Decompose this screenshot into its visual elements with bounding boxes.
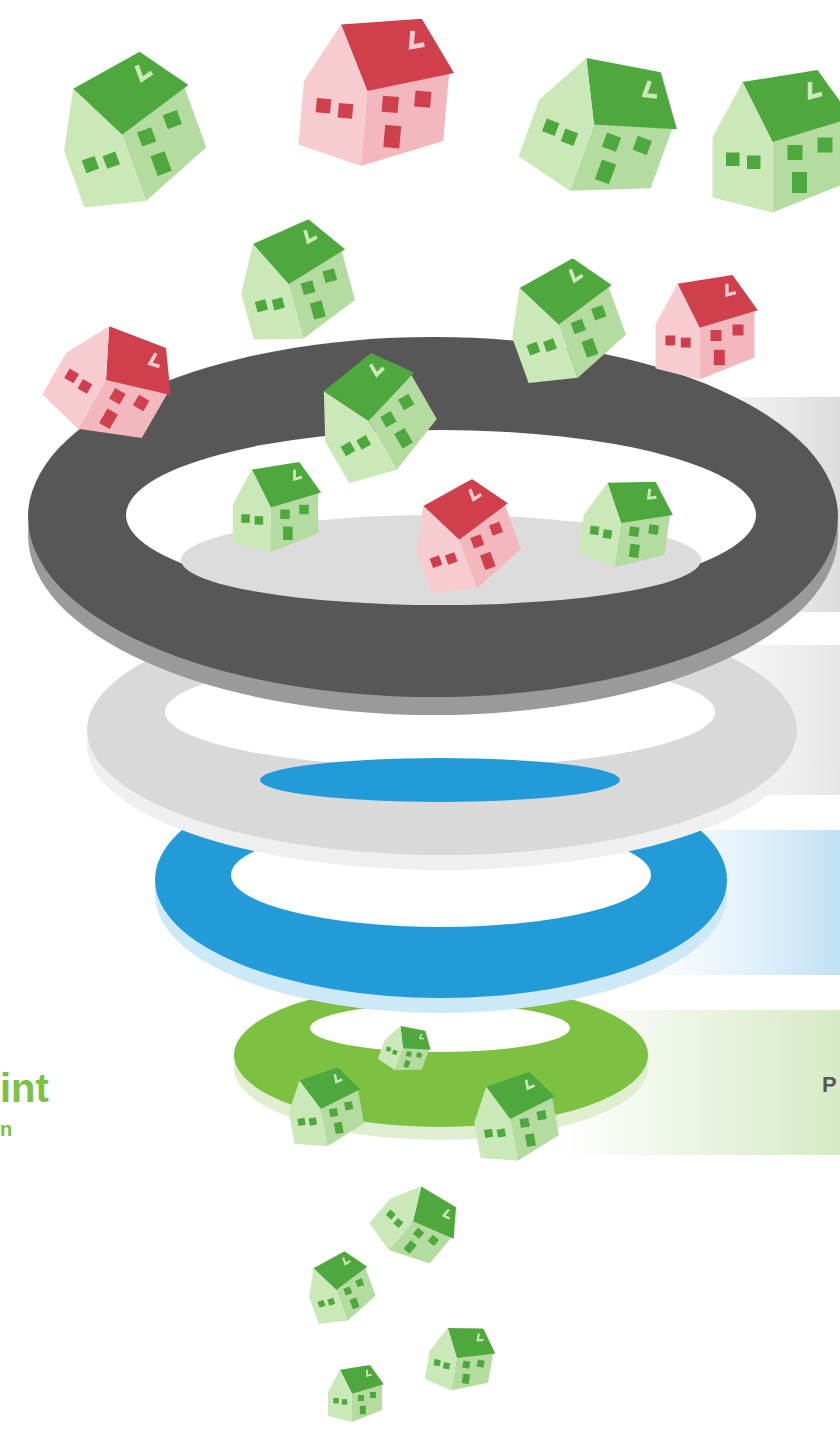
heading-fragment: n xyxy=(0,1118,12,1141)
house xyxy=(297,9,458,173)
house xyxy=(328,1365,384,1422)
funnel-ring xyxy=(260,758,620,802)
house xyxy=(227,212,364,351)
house xyxy=(233,462,321,552)
house xyxy=(713,70,840,213)
heading-fragment: int xyxy=(0,1066,49,1111)
house xyxy=(283,1064,369,1152)
house xyxy=(494,249,638,394)
house xyxy=(298,339,452,494)
house xyxy=(400,470,532,603)
house xyxy=(364,1171,470,1277)
house xyxy=(513,36,693,218)
house xyxy=(36,306,190,461)
house xyxy=(656,275,758,380)
house xyxy=(298,1246,382,1331)
house xyxy=(376,1019,436,1080)
house xyxy=(577,473,677,575)
house xyxy=(467,1068,564,1167)
stage-label: P xyxy=(822,1072,837,1098)
house xyxy=(41,40,221,222)
house xyxy=(424,1320,500,1397)
